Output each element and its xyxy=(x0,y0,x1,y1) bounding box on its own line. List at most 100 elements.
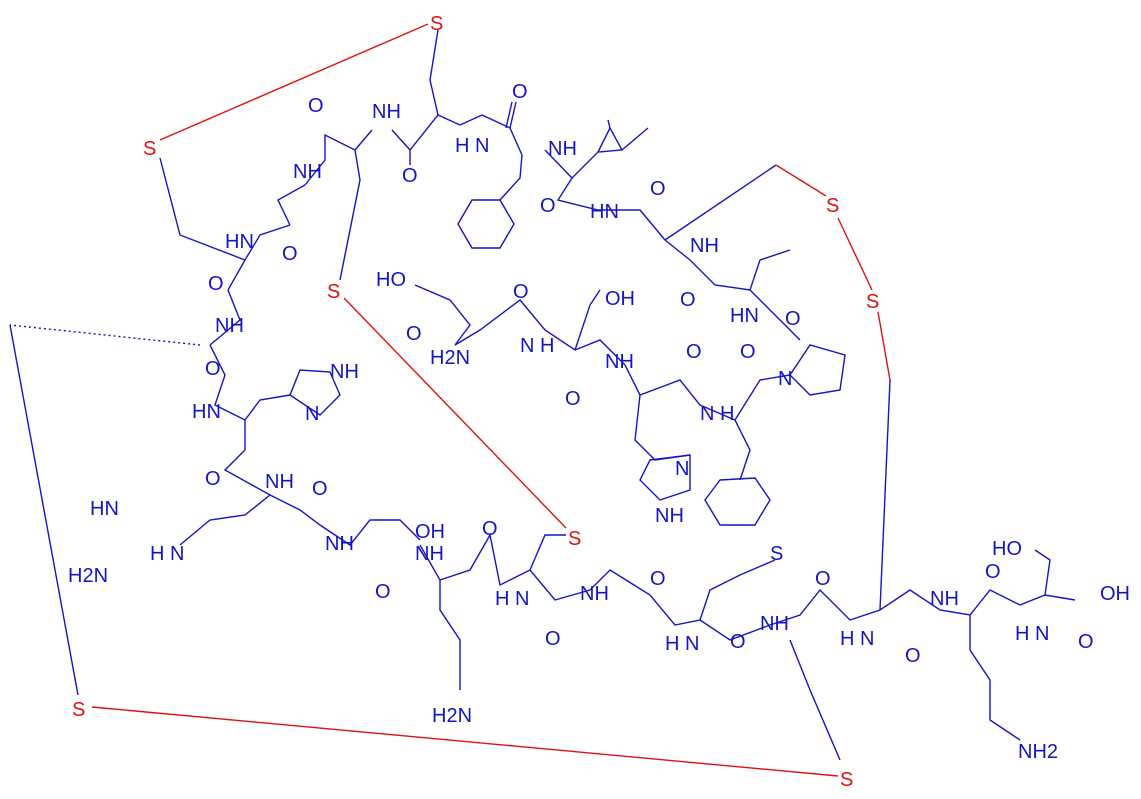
atom-hn-4: HN xyxy=(590,201,619,223)
atom-o-asp: O xyxy=(406,323,422,345)
disulfide-bond-top xyxy=(159,23,429,141)
bond-his1 xyxy=(209,344,291,421)
atom-o-2: O xyxy=(402,165,418,187)
disulfide-bonds xyxy=(91,23,891,777)
atom-o-term: O xyxy=(1078,631,1094,653)
atom-hn-8: HN xyxy=(730,305,759,327)
atom-ho-asp: HO xyxy=(376,269,406,291)
atom-nh-6: NH xyxy=(690,235,719,257)
atom-o-6: O xyxy=(282,243,298,265)
bond-ala xyxy=(209,259,246,346)
bond-thr2 xyxy=(1034,549,1051,596)
sulfur-atom-top: S xyxy=(430,13,443,35)
sulfur-atom-right-2: S xyxy=(866,291,879,313)
bond-ile1-up xyxy=(607,119,611,129)
atom-hn-arg: HN xyxy=(90,498,119,520)
atom-nh-10: NH xyxy=(265,471,294,493)
atom-hn-1: NH xyxy=(372,101,401,123)
atom-o-9: O xyxy=(680,289,696,311)
bond-co-top2 xyxy=(509,101,517,129)
atom-o-13: O xyxy=(375,581,391,603)
atom-nh-7: NH xyxy=(215,315,244,337)
atom-o-17: O xyxy=(730,631,746,653)
atom-nh-thr: N H xyxy=(520,335,554,357)
phe2-ring xyxy=(704,477,771,526)
bond-lys1 xyxy=(419,544,461,690)
sulfur-atom-mid: S xyxy=(568,528,581,550)
atom-n-his1: N xyxy=(305,403,319,425)
atom-labels: O NH O O H N NH NH O HN O HN O NH O O HN… xyxy=(68,81,1130,763)
atom-nh-15: NH xyxy=(760,613,789,635)
bond-ile2-side xyxy=(749,289,801,341)
atom-h2n-lys1: H2N xyxy=(432,705,472,727)
atom-nh-gly: NH xyxy=(293,161,322,183)
bond-his1-ring xyxy=(289,369,341,416)
sulfur-atom-bottom: S xyxy=(840,769,853,791)
bond-pro xyxy=(734,344,846,421)
atom-h2n-asp: H2N xyxy=(430,347,470,369)
atom-o-14: O xyxy=(650,568,666,590)
atom-nh-his2: NH xyxy=(605,351,634,373)
sulfur-atoms: S S S S S S S S xyxy=(72,13,879,791)
bond-arg xyxy=(179,420,272,546)
disulfide-bond-right xyxy=(775,164,827,197)
bond-thr1 xyxy=(574,289,601,351)
atom-o-19: O xyxy=(905,645,921,667)
peptide-bonds xyxy=(9,29,1076,761)
atom-nh2-lys2: NH2 xyxy=(1018,741,1058,763)
bond-phe1-chain xyxy=(499,154,523,201)
atom-ho-thr2: HO xyxy=(992,538,1022,560)
atom-nh-arg: H N xyxy=(150,543,184,565)
sulfur-atom-top-left: S xyxy=(143,138,156,160)
atom-o-15: O xyxy=(545,628,561,650)
phe1-ring xyxy=(457,199,515,249)
atom-o-12: O xyxy=(482,518,498,540)
atom-nh-17: NH xyxy=(930,588,959,610)
sulfur-atom-upper-mid: S xyxy=(327,281,340,303)
disulfide-bond-right-down xyxy=(877,311,891,381)
atom-o-16: O xyxy=(815,568,831,590)
atom-nh-his1: NH xyxy=(330,361,359,383)
bond-phe2 xyxy=(639,379,751,481)
bond-ala-methyl xyxy=(9,324,201,346)
sulfur-atom-bottom-left: S xyxy=(72,699,85,721)
bond-lys2 xyxy=(969,615,1021,741)
atom-nh-3: NH xyxy=(548,138,577,160)
atom-n-lys1: NH xyxy=(415,543,444,565)
bond-cys-top xyxy=(429,29,439,116)
his2-ring xyxy=(639,454,691,501)
atom-n-pro: N xyxy=(778,368,792,390)
atom-nh-his2b: NH xyxy=(655,505,684,527)
atom-hn-phe2: N H xyxy=(700,403,734,425)
bond-mid-chain2 xyxy=(529,559,776,626)
bond-cys-right-top xyxy=(664,164,777,241)
atom-nh-18: H N xyxy=(1015,623,1049,645)
atom-nh-14: H N xyxy=(665,633,699,655)
atom-o-11: O xyxy=(312,478,328,500)
disulfide-bond-bottom xyxy=(91,706,839,777)
atom-oh-ser: OH xyxy=(415,521,445,543)
atom-o-5: O xyxy=(650,178,666,200)
bond-asp xyxy=(414,284,626,366)
atom-o-pro: O xyxy=(740,341,756,363)
atom-hn-9: HN xyxy=(192,401,221,423)
atom-nh-13: NH xyxy=(580,583,609,605)
atom-o-1: O xyxy=(308,95,324,117)
bond-cys-right xyxy=(879,379,891,611)
atom-hn-11: NH xyxy=(325,533,354,555)
atom-o-7: O xyxy=(785,308,801,330)
atom-hn-5: HN xyxy=(225,231,254,253)
atom-o-asp2: O xyxy=(513,281,529,303)
atom-o-8: O xyxy=(208,273,224,295)
atom-h2n-arg: H2N xyxy=(68,565,108,587)
atom-oh-thr: OH xyxy=(605,288,635,310)
disulfide-bond-right-ss xyxy=(837,217,873,291)
atom-n-his2a: N xyxy=(675,458,689,480)
atom-o-4: O xyxy=(540,195,556,217)
atom-o-his2: O xyxy=(686,341,702,363)
disulfide-bond-middle xyxy=(343,297,567,529)
bond-arg2 xyxy=(269,494,421,546)
bond-lower xyxy=(699,588,1076,641)
